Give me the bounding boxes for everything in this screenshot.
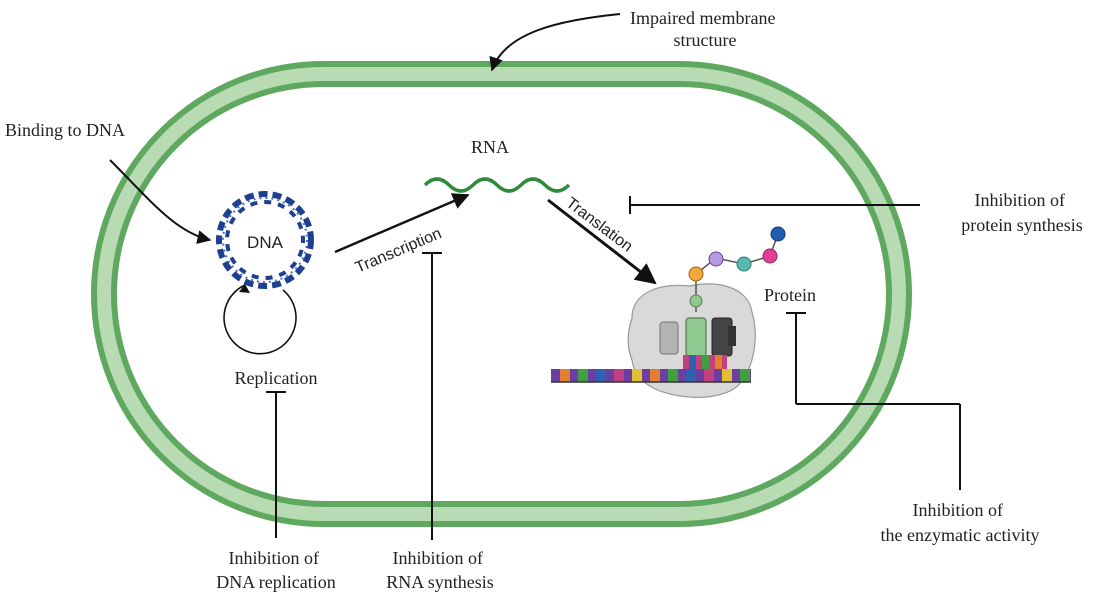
protein-chain	[688, 226, 786, 312]
inhibition-dna-replication-line	[266, 391, 286, 538]
binding-to-dna-label: Binding to DNA	[5, 120, 125, 140]
inhibition-protein-synthesis-label: Inhibition of protein synthesis	[961, 190, 1083, 235]
impaired-membrane-label: Impaired membrane structure	[630, 8, 780, 50]
inhibition-enzymatic-activity-line	[786, 312, 961, 490]
inhibition-protein-synthesis-line	[629, 196, 920, 214]
replication-label: Replication	[235, 368, 318, 388]
binding-to-dna-arrow	[109, 159, 212, 245]
cell-membrane	[91, 61, 912, 527]
rna-strand	[423, 177, 571, 193]
replication-loop	[223, 284, 297, 355]
protein-label: Protein	[764, 285, 816, 305]
inhibition-dna-replication-label: Inhibition of DNA replication	[216, 548, 335, 592]
mrna-strand	[551, 369, 751, 383]
impaired-membrane-arrow	[489, 13, 621, 72]
translation-arrow	[547, 198, 657, 285]
rna-label: RNA	[471, 137, 509, 157]
inhibition-rna-synthesis-label: Inhibition of RNA synthesis	[386, 548, 494, 592]
translation-label: Translation	[563, 195, 636, 256]
ribosome	[627, 283, 756, 398]
dna-plasmid	[216, 191, 314, 289]
inhibition-rna-synthesis-line	[422, 252, 442, 540]
transcription-label: Transcription	[353, 225, 444, 277]
transcription-arrow	[334, 193, 470, 254]
inhibition-enzymatic-activity-label: Inhibition of the enzymatic activity	[881, 500, 1040, 545]
dna-label: DNA	[247, 233, 284, 252]
